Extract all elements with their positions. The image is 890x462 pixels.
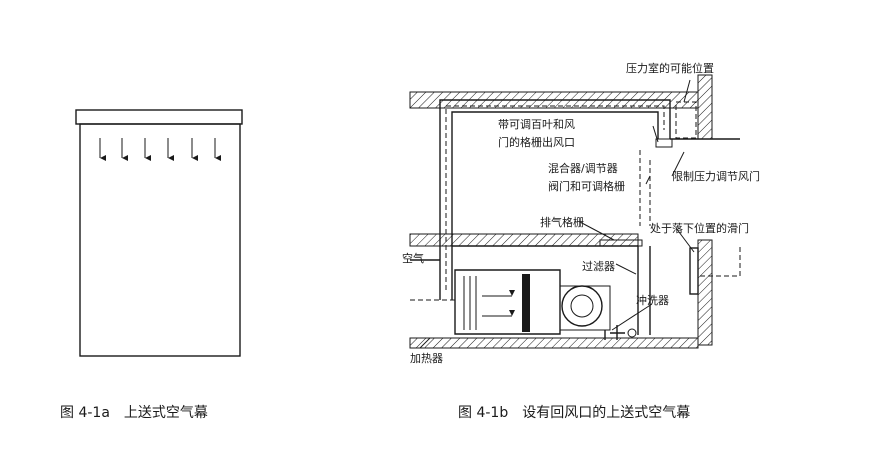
supply-duct [439,99,671,300]
lower-right-wall [697,239,713,346]
doorway-outline [79,123,241,357]
figure-b: 压力室的可能位置 带可调百叶和风 门的格栅出风口 混合器/调节器 阀门和可调格栅… [402,61,760,421]
figure-a-caption: 图 4-1a 上送式空气幕 [60,405,208,421]
duct-dashed-path [445,105,665,290]
label-filter: 过滤器 [582,260,615,273]
label-adjustable-outlet-1: 带可调百叶和风 [498,118,575,131]
washer-pump [604,325,625,340]
label-air: 空气 [402,251,424,265]
label-washer: 冲洗器 [636,293,669,307]
fan-housing [561,285,603,327]
label-limit-damper: 限制压力调节风门 [672,169,760,183]
label-sliding-door: 处于落下位置的滑门 [650,221,749,235]
label-mixing-box-2: 阀门和可调格栅 [548,179,625,193]
label-mixing-box-1: 混合器/调节器 [548,161,618,175]
air-handling-unit [454,269,561,335]
outlet-grille [655,138,673,148]
heater-coil [522,274,530,332]
floor-slab [409,337,699,349]
label-adjustable-outlet-2: 门的格栅出风口 [498,135,575,149]
sliding-door [689,247,699,295]
upper-wall [697,74,713,140]
label-pressure-chamber: 压力室的可能位置 [626,61,714,75]
label-heater: 加热器 [410,352,443,365]
exhaust-grille [599,239,643,247]
downward-air-arrows [99,138,221,161]
figure-a: 图 4-1a 上送式空气幕 [60,109,243,421]
label-exhaust-grille: 排气格栅 [540,215,584,229]
figure-b-caption: 图 4-1b 设有回风口的上送式空气幕 [458,405,690,421]
pressure-chamber-outline [675,101,697,139]
air-curtain-unit [75,109,243,125]
